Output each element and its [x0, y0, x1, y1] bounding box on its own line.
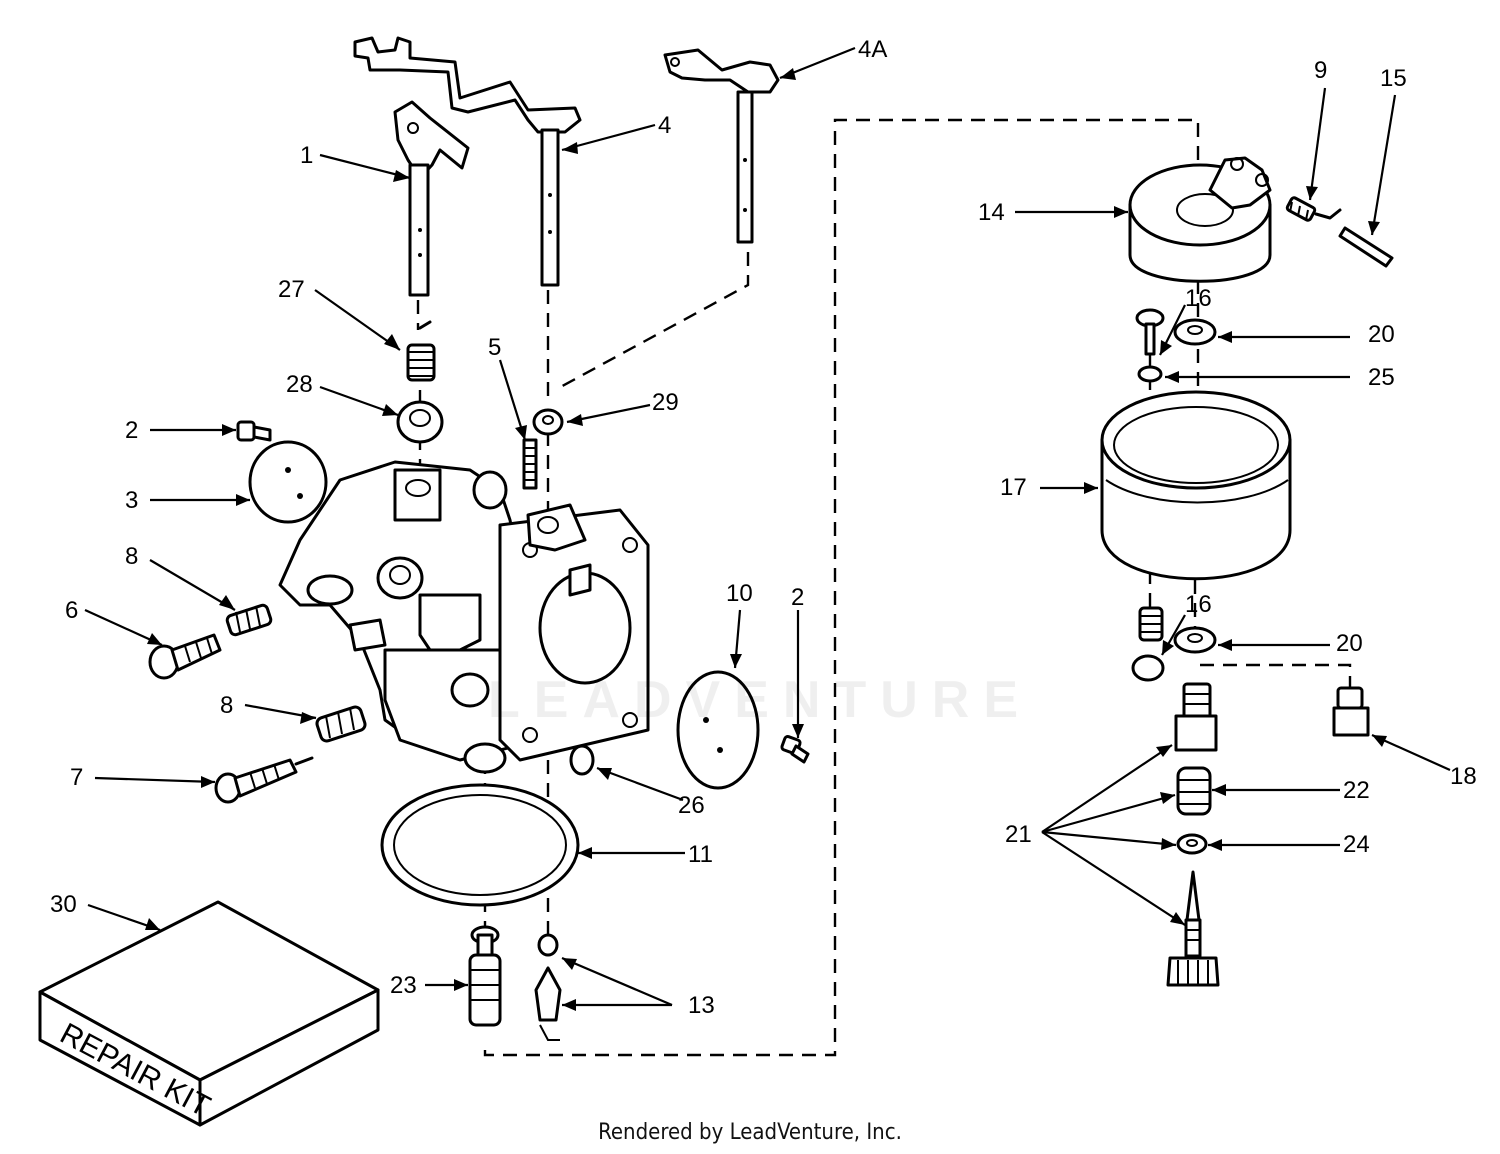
- label-part-30: 30: [50, 891, 77, 918]
- credit-footer: Rendered by LeadVenture, Inc.: [598, 1120, 902, 1145]
- bowl-nut-21: [1174, 682, 1218, 752]
- label-part-17: 17: [1000, 474, 1027, 501]
- main-screw-7: [214, 756, 314, 804]
- spring-27: [406, 320, 436, 382]
- label-part-21: 21: [1005, 821, 1032, 848]
- spring-8-upper: [225, 603, 273, 637]
- seat-25: [1137, 365, 1163, 383]
- label-part-16-lower: 16: [1185, 591, 1212, 618]
- choke-plate-10: [676, 670, 760, 790]
- label-part-2-left: 2: [125, 417, 138, 444]
- label-part-1: 1: [300, 142, 313, 169]
- spring-5: [522, 438, 538, 490]
- label-part-5: 5: [488, 334, 501, 361]
- label-part-8-upper: 8: [125, 543, 138, 570]
- choke-shaft-4: [353, 36, 582, 287]
- throttle-shaft-1: [393, 100, 470, 297]
- washer-20-lower: [1173, 626, 1217, 654]
- washer-29: [532, 408, 564, 436]
- plug-26: [569, 744, 595, 776]
- label-part-29: 29: [652, 389, 679, 416]
- label-part-10: 10: [726, 580, 753, 607]
- label-part-4: 4: [658, 112, 671, 139]
- label-part-4a: 4A: [858, 36, 887, 63]
- label-part-26: 26: [678, 792, 705, 819]
- label-part-18: 18: [1450, 763, 1477, 790]
- label-part-3: 3: [125, 487, 138, 514]
- nozzle-23: [468, 925, 502, 1027]
- idle-screw-6: [148, 633, 222, 680]
- gasket-11: [380, 783, 580, 907]
- label-part-6: 6: [65, 597, 78, 624]
- part-number-labels: 1 4 4A 27 28 5 29 2 3 8 6 8 7 26 10 2 11…: [50, 36, 1477, 1019]
- seal-28: [396, 400, 444, 444]
- label-part-27: 27: [278, 276, 305, 303]
- choke-shaft-4a: [663, 48, 780, 244]
- label-part-20-upper: 20: [1368, 321, 1395, 348]
- label-part-9: 9: [1314, 57, 1327, 84]
- screw-2-right: [780, 735, 810, 764]
- washer-24: [1176, 833, 1208, 855]
- label-part-15: 15: [1380, 65, 1407, 92]
- label-part-25: 25: [1368, 364, 1395, 391]
- label-part-23: 23: [390, 972, 417, 999]
- label-part-2-right: 2: [791, 584, 804, 611]
- spring-8-lower: [315, 705, 367, 743]
- drain-plug-18: [1332, 686, 1370, 737]
- screw-2-left: [236, 420, 272, 442]
- float-pin-15: [1338, 226, 1394, 268]
- float-bowl-17: [1100, 390, 1292, 581]
- label-part-8-lower: 8: [220, 692, 233, 719]
- label-part-28: 28: [286, 371, 313, 398]
- label-part-20-lower: 20: [1336, 630, 1363, 657]
- label-part-11: 11: [688, 841, 713, 868]
- watermark: LEADVENTURE: [487, 671, 1033, 729]
- label-part-24: 24: [1343, 831, 1370, 858]
- float-14: [1128, 156, 1272, 283]
- label-part-7: 7: [70, 764, 83, 791]
- label-part-22: 22: [1343, 777, 1370, 804]
- spring-9: [1285, 196, 1342, 222]
- inlet-needle-16-upper: [1135, 308, 1165, 356]
- spring-16-lower: [1131, 606, 1165, 682]
- throttle-plate-3: [248, 440, 328, 524]
- label-part-13: 13: [688, 992, 715, 1019]
- inlet-needle-13: [534, 933, 562, 1041]
- leader-arrows: [84, 46, 1451, 1011]
- adjusting-needle-21: [1166, 870, 1220, 987]
- label-part-16-upper: 16: [1185, 285, 1212, 312]
- label-part-14: 14: [978, 199, 1005, 226]
- repair-kit-box-30: [38, 900, 380, 1127]
- carburetor-body: [278, 460, 650, 774]
- spring-22: [1176, 766, 1212, 816]
- washer-20-upper: [1173, 318, 1217, 346]
